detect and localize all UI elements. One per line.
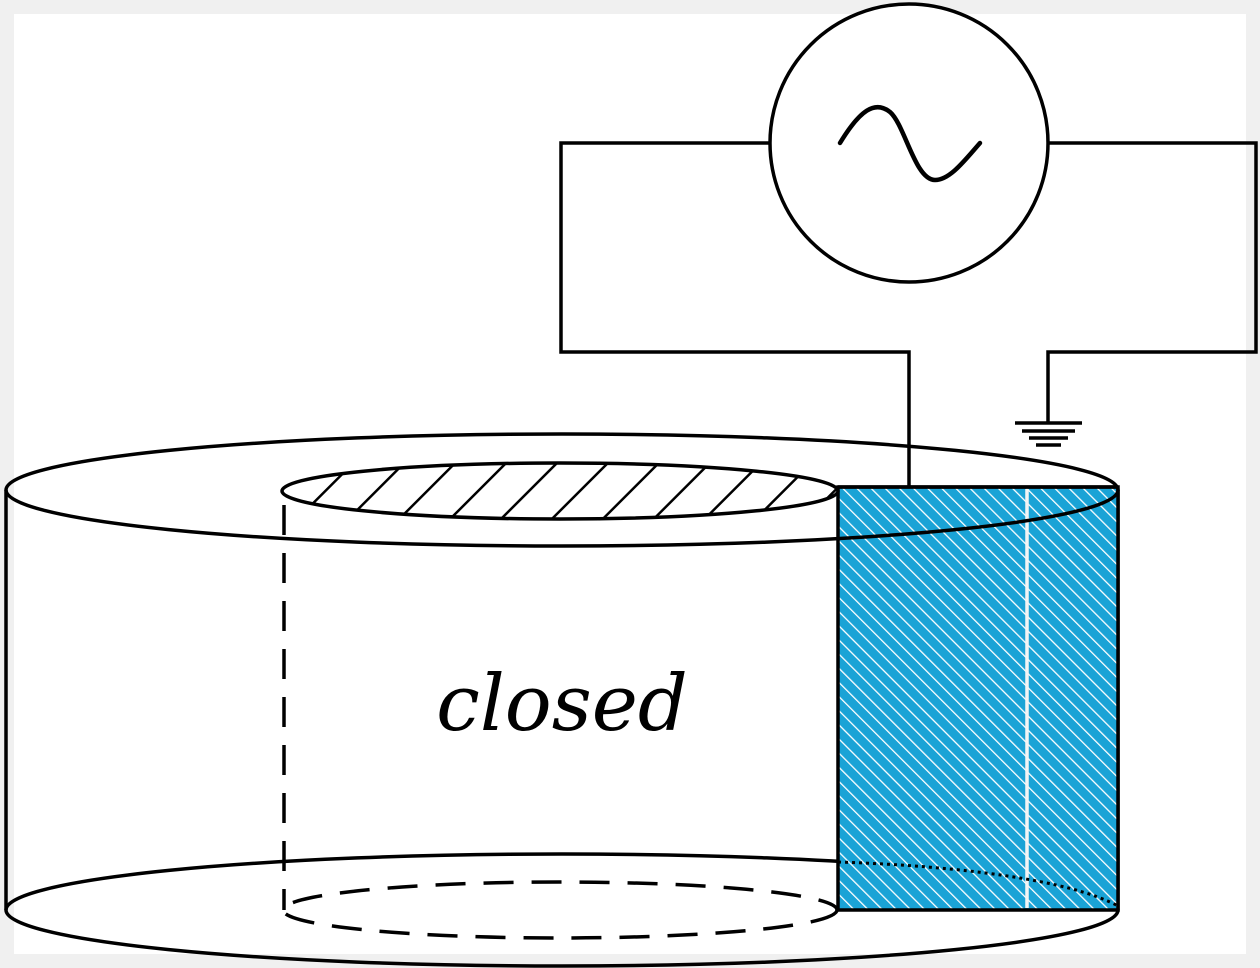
circuit-wiring	[559, 141, 1258, 490]
sine-wave-icon	[837, 105, 983, 183]
wire-right-loop	[1046, 141, 1258, 422]
ground-icon	[1015, 421, 1082, 447]
ac-source-icon	[768, 2, 1050, 284]
outer-top-ellipse	[4, 432, 1120, 548]
wire-left-loop	[559, 141, 911, 490]
state-label: closed	[436, 659, 688, 749]
inner-top-hatched	[280, 461, 840, 521]
electrode-segment	[836, 485, 1120, 912]
